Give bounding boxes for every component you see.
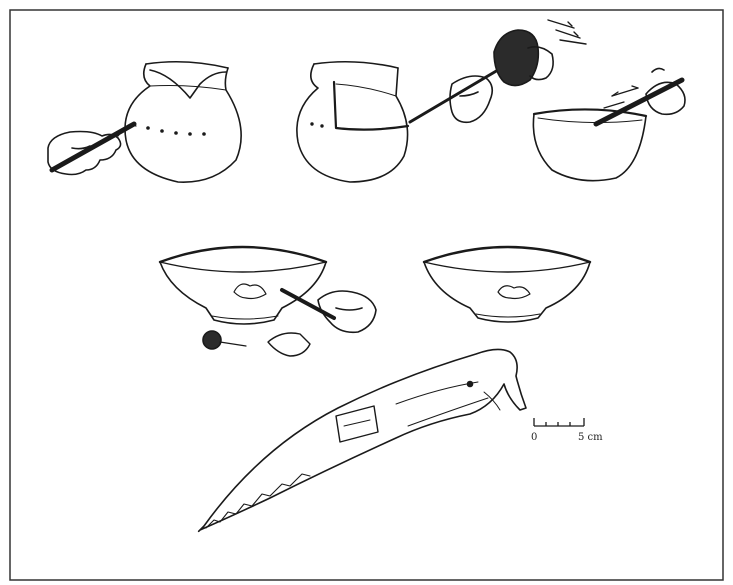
bowl-rim xyxy=(534,109,646,116)
scale-end-label: 5 cm xyxy=(578,432,603,443)
scale-start-label: 0 xyxy=(531,432,537,443)
hand xyxy=(318,291,376,332)
sherd-fragment xyxy=(268,333,310,356)
bowl-trimming-step xyxy=(160,247,376,356)
bowl-rim xyxy=(424,247,590,262)
jar-rim-inner xyxy=(150,70,226,98)
notch xyxy=(498,286,530,299)
blade-outline xyxy=(199,349,526,531)
hand xyxy=(450,76,492,122)
jar-drilling-step xyxy=(48,62,241,182)
scraper-tool xyxy=(596,80,682,124)
jar-rim xyxy=(146,62,228,68)
notch xyxy=(234,284,266,299)
bowl-scraping-step xyxy=(533,68,685,180)
bowl-rim xyxy=(160,247,326,262)
jar-rim xyxy=(314,62,398,68)
jar-outline xyxy=(125,64,241,182)
figure-border xyxy=(10,10,723,580)
scale-bar xyxy=(534,418,584,426)
bowl-outline xyxy=(424,262,590,322)
rivet-hole xyxy=(468,382,473,387)
sickle-blade xyxy=(199,349,526,531)
perforation-dots xyxy=(146,126,206,136)
stone-tool xyxy=(203,331,221,349)
rivet-plate xyxy=(336,406,378,442)
motion-lines xyxy=(548,20,586,44)
jar-outline xyxy=(297,64,408,182)
finished-bowl xyxy=(424,247,590,322)
serrated-edge xyxy=(206,474,310,528)
bowl-outline xyxy=(533,114,646,181)
perforation-dots xyxy=(310,122,323,127)
